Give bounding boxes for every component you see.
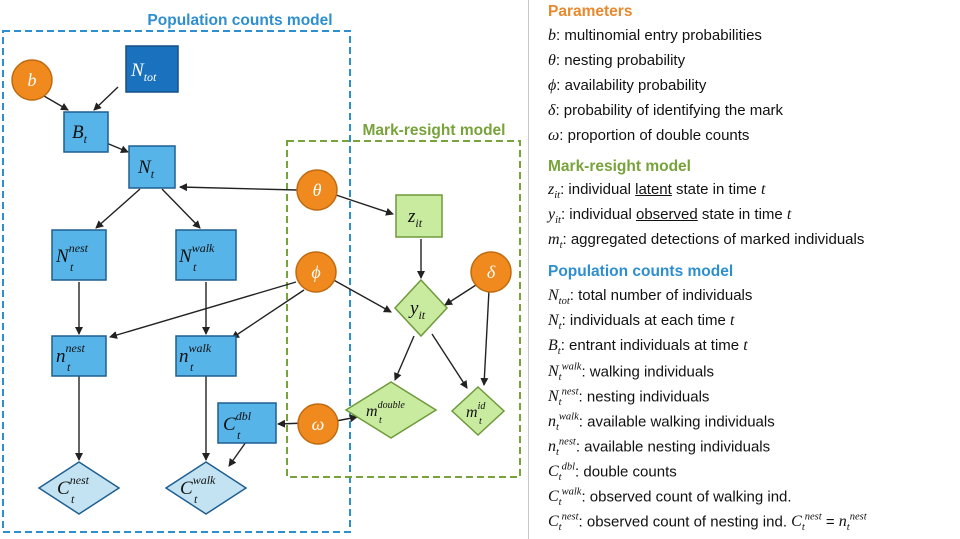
node-C-dbl: Cdbl t [217, 402, 277, 444]
svg-text:t: t [71, 492, 75, 506]
edge-yit-mdouble [394, 335, 415, 381]
svg-text:Nt: Nt [137, 157, 155, 181]
legend-pc-Ntot: Ntot: total number of individuals [548, 287, 753, 308]
legend-pc-Nnest: Ntnest: nesting individuals [548, 387, 710, 409]
edge-phi-nnest [109, 281, 297, 339]
node-omega: ω [297, 403, 339, 445]
mark-resight-frame [286, 140, 521, 478]
svg-text:Bt: Bt [72, 122, 88, 146]
node-m-double: mdouble t [344, 381, 438, 439]
node-C-nest: Cnest t [37, 461, 121, 515]
edge-theta-zit [332, 193, 394, 216]
svg-text:t: t [67, 360, 71, 374]
svg-text:t: t [190, 360, 194, 374]
legend-param-b: b: multinomial entry probabilities [548, 27, 762, 44]
node-z-it: zit [395, 194, 443, 238]
legend-mark-resight-title: Mark-resight model [548, 158, 691, 175]
node-delta: δ [470, 251, 512, 293]
edge-phi-yit [329, 277, 392, 313]
legend-param-delta: δ: probability of identifying the mark [548, 102, 784, 119]
edges [43, 86, 490, 467]
svg-text:θ: θ [313, 180, 322, 200]
legend-population-counts-title: Population counts model [548, 263, 734, 280]
legend-mr-yit: yit: individual observed state in time t [548, 206, 792, 227]
column-divider [528, 0, 529, 539]
equation-lhs: Ctnest [791, 512, 822, 534]
svg-text:t: t [194, 492, 198, 506]
svg-text:Cnest: Cnest [57, 473, 90, 499]
node-N-nest: Nnest t [51, 229, 107, 281]
legend-pc-Cnest: Ctnest: observed count of nesting ind. C… [548, 512, 867, 534]
svg-text:Cwalk: Cwalk [180, 473, 216, 499]
node-N-t: Nt [128, 145, 176, 189]
edge-phi-nwalk [231, 289, 305, 339]
svg-text:nnest: nnest [56, 341, 85, 367]
svg-text:mid: mid [466, 401, 486, 421]
svg-text:δ: δ [487, 262, 496, 282]
legend-pc-nwalk: ntwalk: available walking individuals [548, 412, 775, 434]
legend-pc-Bt: Bt: entrant individuals at time t [548, 337, 748, 358]
legend-param-phi: ϕ: availability probability [548, 77, 707, 94]
equation-rhs: ntnest [838, 512, 867, 534]
node-N-tot: Ntot [125, 45, 179, 93]
svg-text:b: b [28, 70, 37, 90]
edge-Ntot-Bt [93, 86, 119, 111]
svg-text:zit: zit [407, 206, 423, 230]
svg-text:t: t [70, 260, 74, 274]
node-C-walk: Cwalk t [164, 461, 248, 515]
legend-pc-Nt: Nt: individuals at each time t [548, 312, 735, 333]
legend-parameters-title: Parameters [548, 3, 633, 20]
svg-text:t: t [379, 415, 382, 426]
legend-param-omega: ω: proportion of double counts [548, 127, 750, 144]
svg-text:Nwalk: Nwalk [178, 241, 215, 267]
node-phi: ϕ [295, 251, 337, 293]
svg-text:Cdbl: Cdbl [223, 409, 252, 435]
mark-resight-title: Mark-resight model [363, 122, 506, 139]
svg-text:yit: yit [408, 298, 426, 322]
edge-Nt-Nnest [95, 188, 141, 229]
node-theta: θ [296, 169, 338, 211]
legend-pc-nnest: ntnest: available nesting individuals [548, 437, 771, 459]
edge-Nt-Nwalk [161, 188, 201, 229]
edge-omega-mdouble [335, 414, 358, 423]
svg-text:t: t [479, 416, 482, 427]
edge-theta-Nt [179, 183, 298, 192]
population-counts-frame [2, 30, 351, 533]
svg-text:Nnest: Nnest [55, 241, 89, 267]
svg-text:mdouble: mdouble [366, 400, 405, 420]
legend-mr-mt: mt: aggregated detections of marked indi… [548, 231, 865, 252]
edge-Cdbl-Cwalk [228, 441, 247, 467]
edge-b-Bt [43, 95, 69, 111]
node-m-id: mid t [450, 385, 506, 437]
node-b: b [11, 59, 53, 101]
node-n-nest: nnest t [51, 335, 107, 377]
edge-delta-mid [480, 289, 490, 386]
svg-text:nwalk: nwalk [179, 341, 212, 367]
svg-text:ω: ω [312, 414, 325, 434]
legend-param-theta: θ: nesting probability [548, 52, 686, 69]
node-n-walk: nwalk t [175, 335, 237, 377]
legend-mr-zit: zit: individual latent state in time t [548, 181, 766, 202]
node-y-it: yit [393, 278, 449, 338]
population-counts-title: Population counts model [147, 12, 332, 29]
edge-yit-mid [431, 333, 468, 389]
svg-text:t: t [237, 428, 241, 442]
legend-pc-Nwalk: Ntwalk: walking individuals [548, 362, 715, 384]
edge-delta-yit [444, 284, 477, 306]
svg-text:t: t [193, 260, 197, 274]
legend-pc-Cwalk: Ctwalk: observed count of walking ind. [548, 487, 792, 509]
svg-text:Ntot: Ntot [130, 60, 157, 84]
svg-text:ϕ: ϕ [311, 262, 320, 282]
legend-pc-Cdbl: Ctdbl: double counts [548, 462, 677, 484]
node-N-walk: Nwalk t [175, 229, 237, 281]
node-B-t: Bt [63, 111, 109, 153]
